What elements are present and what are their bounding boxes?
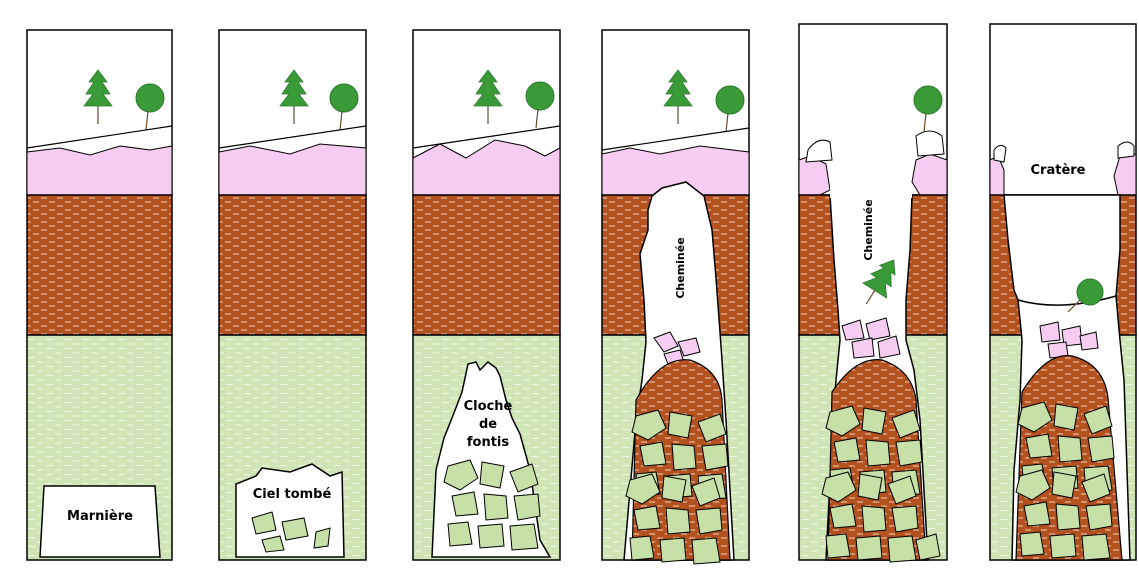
panel-6: Cratère bbox=[990, 24, 1136, 560]
panel-1: Marnière bbox=[27, 30, 172, 560]
panel-4: Cheminée bbox=[602, 30, 749, 564]
marniere-label: Marnière bbox=[67, 509, 133, 524]
round-tree-icon bbox=[1077, 279, 1103, 305]
ciel-tombe-label: Ciel tombé bbox=[253, 487, 332, 502]
panel-3: Cloche de fontis bbox=[413, 30, 560, 560]
cloche-label-line-1: Cloche bbox=[464, 399, 513, 414]
rock-fragment-icon bbox=[626, 474, 722, 564]
cratere-label: Cratère bbox=[1031, 163, 1086, 178]
panel-2: Ciel tombé bbox=[219, 30, 366, 560]
cloche-label-line-2: de bbox=[479, 417, 497, 432]
cloche-label-line-3: fontis bbox=[467, 435, 510, 450]
rock-fragment-icon bbox=[1016, 470, 1112, 560]
rock-fragment-icon bbox=[444, 460, 540, 550]
cheminee-label-1: Cheminée bbox=[674, 237, 687, 298]
rock-fragment-icon bbox=[822, 472, 918, 562]
panel-5: Cheminée bbox=[799, 24, 947, 562]
cheminee-label-2: Cheminée bbox=[862, 199, 875, 260]
